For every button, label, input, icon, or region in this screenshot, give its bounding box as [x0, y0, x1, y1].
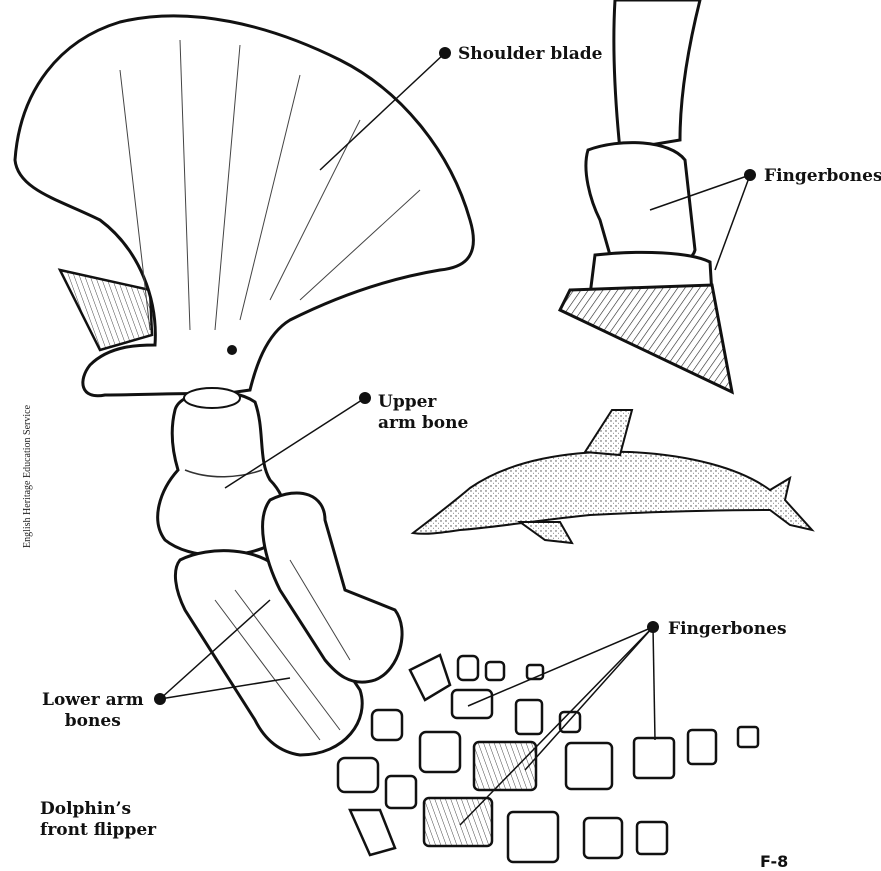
label-fingerbones-top: Fingerbones: [764, 166, 881, 187]
dolphin-illustration: [413, 410, 812, 543]
figure-mark: F-8: [760, 852, 788, 871]
label-upper-arm-bone: Upper arm bone: [378, 392, 468, 434]
label-shoulder-blade: Shoulder blade: [458, 44, 602, 65]
flipper-finger-bones: [338, 655, 758, 862]
caption-dolphins-front-flipper: Dolphin’s front flipper: [40, 799, 156, 841]
label-fingerbones-middle: Fingerbones: [668, 619, 787, 640]
credit-text: English Heritage Education Service: [22, 405, 33, 548]
label-lower-arm-bones: Lower arm bones: [42, 690, 144, 732]
shoulder-blade-bone: [15, 16, 473, 396]
